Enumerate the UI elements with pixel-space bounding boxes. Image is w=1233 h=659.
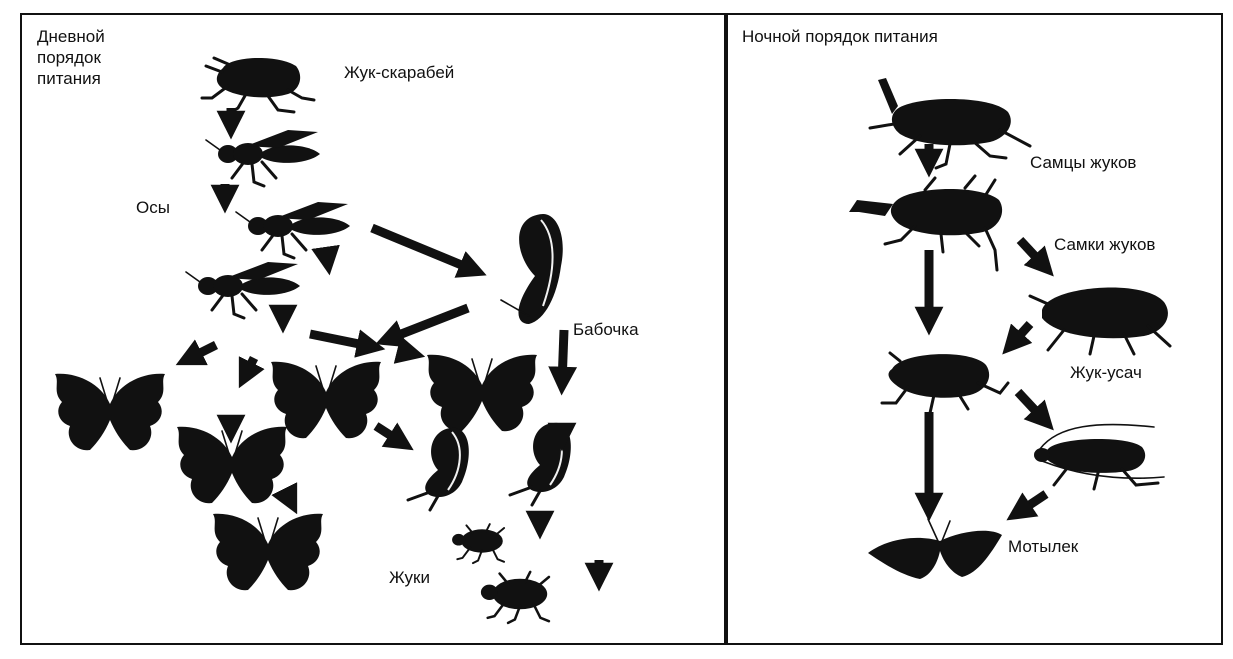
butterfly-side-icon-2 — [406, 427, 469, 512]
male-beetles-label: Самцы жуков — [1030, 153, 1136, 172]
arrow-wasp-to-butterfly-mid — [309, 329, 386, 358]
beetles-label: Жуки — [389, 568, 430, 587]
day-panel-title-line-2: порядок — [37, 48, 102, 67]
wasp-icon-2 — [234, 200, 352, 260]
arrow-beetle-to-longhorn — [1014, 388, 1054, 431]
female-beetles-label: Самки жуков — [1054, 235, 1155, 254]
butterfly-icon-2 — [176, 425, 288, 504]
butterfly-side-icon — [500, 214, 563, 324]
arrow-longhorn-to-moth — [1006, 490, 1049, 521]
arrow-to-side-butterfly — [373, 422, 414, 451]
butterfly-icon-3 — [270, 360, 382, 439]
arrow-to-butterfly-4 — [393, 335, 426, 364]
arrow-wasp-down-1 — [311, 244, 340, 276]
butterfly-icon-1 — [54, 372, 166, 451]
night-panel-title: Ночной порядок питания — [742, 27, 938, 46]
arrow-wasp-to-butterfly — [370, 223, 487, 278]
arrow-stag-to-female — [1016, 236, 1054, 277]
arrow-to-butterfly-2 — [238, 355, 265, 389]
beetle-icon-1 — [451, 523, 506, 565]
arrow-small-2 — [271, 482, 298, 515]
longhorn-label: Жук-усач — [1070, 363, 1142, 382]
arrow-butterfly-down — [548, 329, 578, 396]
butterfly-label: Бабочка — [573, 320, 639, 339]
rhinoceros-beetle-icon — [868, 78, 1032, 170]
longhorn-beetle-icon — [1034, 423, 1165, 491]
scarab-beetle-icon — [200, 56, 316, 116]
butterfly-icon-4 — [426, 353, 538, 432]
female-beetle-icon — [1028, 287, 1172, 356]
wasps-label: Осы — [136, 198, 170, 217]
night-arrows — [914, 144, 1054, 522]
beetle-icon-2 — [479, 570, 551, 625]
night-panel-frame — [726, 13, 1223, 645]
moth-icon — [868, 518, 1002, 579]
arrow-female-to-beetle — [1002, 320, 1034, 355]
day-arrows — [175, 108, 614, 592]
moth-label: Мотылек — [1008, 537, 1079, 556]
stag-beetle-icon — [849, 174, 1003, 272]
arrow-to-butterfly-1 — [175, 339, 219, 366]
arrow-butterfly-to-mid — [375, 303, 470, 348]
day-panel-title-line-1: Дневной — [37, 27, 105, 46]
butterfly-icon-5 — [212, 512, 324, 591]
day-panel-title-line-3: питания — [37, 69, 101, 88]
wasp-icon-1 — [204, 128, 322, 188]
beetle-icon-night — [880, 351, 1010, 415]
scarab-label: Жук-скарабей — [344, 63, 454, 82]
day-panel-frame — [20, 13, 726, 645]
